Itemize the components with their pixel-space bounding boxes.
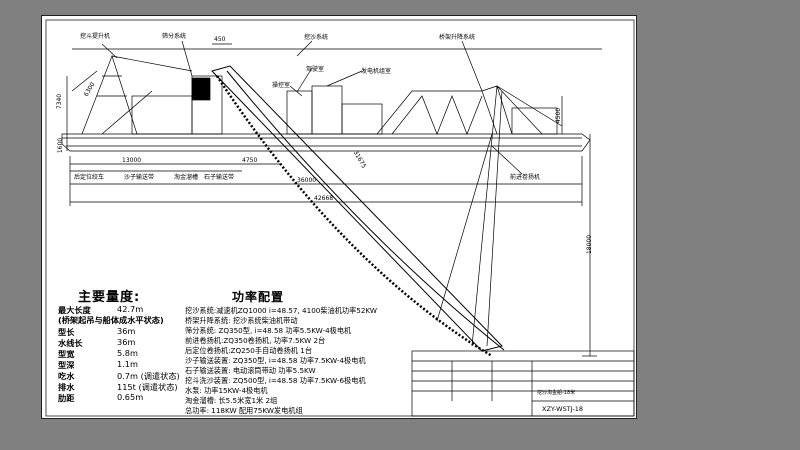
title-block-code: XZY-WSTJ-18 — [542, 405, 584, 413]
spec-value: 42.7m — [117, 304, 144, 314]
title-block-name: 挖沙淘金船-18米 — [537, 390, 576, 396]
dim-42668: 42668 — [314, 195, 334, 202]
power-line: 筛分系统: ZQ350型, i=48.58 功率5.5KW-4极电机 — [185, 326, 352, 335]
spec-key: 排水 — [58, 382, 75, 392]
spec-value: 36m — [117, 337, 136, 347]
label-front-winch: 前进卷扬机 — [510, 174, 541, 181]
spec-value: 0.7m (调遣状态) — [117, 371, 180, 381]
power-line: 挖沙系统:减速机ZQ1000 i=48.57, 4100柴油机功率52KW — [185, 306, 377, 315]
dim-4750: 4750 — [242, 157, 258, 164]
screen-drum — [191, 77, 211, 101]
spec-key: 最大长度 — [58, 305, 91, 315]
label-bucket-hoist: 挖斗提升机 — [80, 33, 111, 40]
mast — [481, 85, 563, 135]
power-line: 前进卷扬机:ZQ350卷扬机, 功率7.5KW 2台 — [185, 336, 326, 345]
dim-4500: 4500 — [555, 107, 563, 124]
label-cab: 驾驶室 — [306, 66, 325, 73]
power-title: 功率配置 — [232, 290, 285, 304]
dim-7340: 7340 — [56, 93, 64, 110]
spec-key: 水线长 — [58, 338, 83, 348]
label-stone-conveyor: 石子输送带 — [204, 174, 235, 181]
label-sand-conveyor: 沙子输送带 — [124, 174, 155, 181]
label-sand-system: 挖沙系统 — [304, 34, 329, 41]
spec-key: (桥架起吊与船体成水平状态) — [58, 315, 164, 325]
label-bridge-hoist: 桥架升降系统 — [439, 34, 476, 41]
label-rear-winch: 后定位绞车 — [74, 174, 105, 181]
drawing-sheet: 挖斗提升机 筛分系统 挖沙系统 桥架升降系统 驾驶室 发电机组室 操控室 后定位… — [41, 15, 637, 419]
power-line: 石子输送装置: 电动滚筒带动 功率5.5KW — [185, 366, 316, 375]
spec-key: 型深 — [58, 360, 75, 370]
spec-key: 吃水 — [58, 371, 75, 381]
hull — [61, 133, 591, 152]
front-truss — [376, 90, 498, 135]
power-line: 挖斗洗沙装置: ZQ500型, i=48.58 功率7.5KW-6极电机 — [185, 376, 366, 385]
dim-18000: 18000 — [586, 234, 594, 255]
title-block — [411, 350, 635, 417]
spec-key: 型长 — [58, 327, 75, 337]
spec-value: 0.65m — [117, 392, 144, 402]
spec-value: 115t (调遣状态) — [117, 382, 178, 392]
power-line: 桥架升降系统: 挖沙系统柴油机带动 — [185, 316, 298, 325]
power-line: 后定位卷扬机:ZQ250手自动卷扬机 1台 — [185, 346, 313, 355]
spec-value: 1.1m — [117, 359, 138, 369]
dim-450: 450 — [214, 36, 226, 43]
control-room — [286, 90, 313, 135]
spec-key: 型宽 — [58, 349, 75, 359]
power-line: 总功率: 118KW 配用75KW发电机组 — [185, 406, 303, 415]
dim-13000: 13000 — [122, 157, 142, 164]
power-line: 淘金溜槽: 长5.5米宽1米 2组 — [185, 396, 278, 405]
inner-frame — [45, 19, 635, 417]
spec-value: 36m — [117, 326, 136, 336]
dim-1600: 1600 — [57, 137, 65, 154]
specs-title: 主要量度: — [78, 290, 141, 305]
label-control-room: 操控室 — [272, 82, 291, 89]
power-line: 水泵: 功率15KW-4极电机 — [185, 386, 268, 395]
screen-house — [131, 95, 193, 135]
spec-value: 5.8m — [117, 348, 138, 358]
label-generator-room: 发电机组室 — [361, 68, 392, 75]
bucket-ladder — [211, 65, 503, 352]
power-line: 沙子输送装置: ZQ350型, i=48.58 功率7.5KW-4极电机 — [185, 356, 366, 365]
generator-room — [311, 85, 343, 135]
bucket-chain — [215, 75, 493, 358]
dredger-drawing — [45, 19, 635, 417]
dim-36000: 36000 — [297, 177, 317, 184]
label-gold-chute: 淘金溜槽 — [174, 174, 199, 181]
spec-key: 肋距 — [58, 393, 75, 403]
label-screen-system: 筛分系统 — [162, 33, 187, 40]
